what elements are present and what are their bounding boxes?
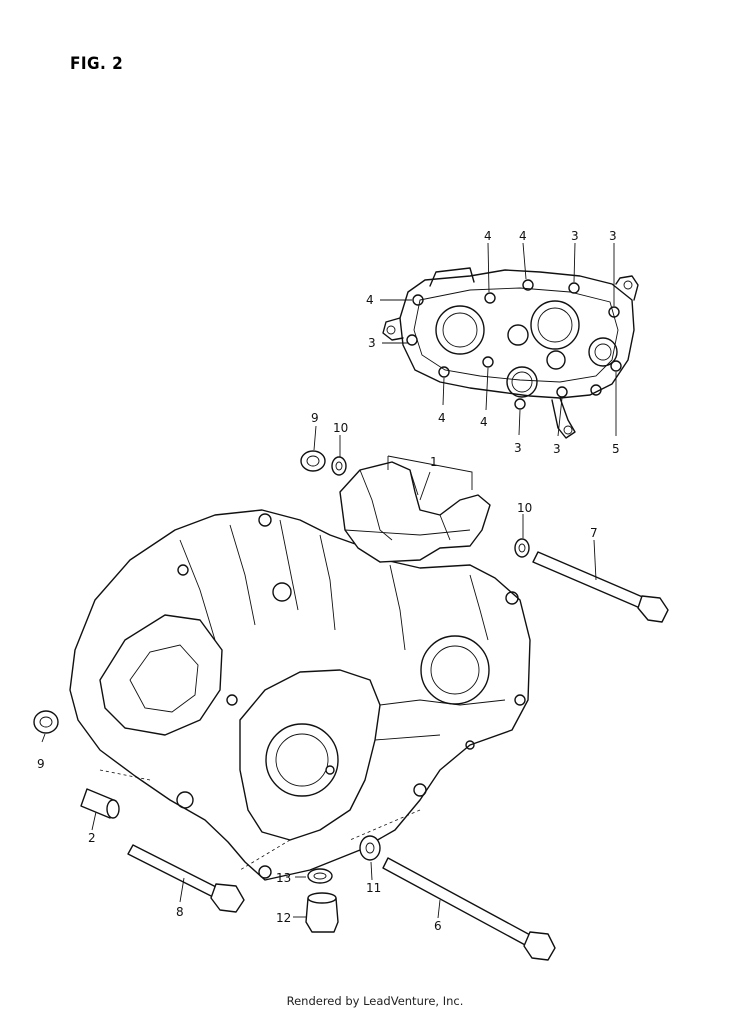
callout-7: 7: [590, 526, 598, 540]
callout-9-b: 9: [37, 757, 45, 771]
render-credit: Rendered by LeadVenture, Inc.: [286, 994, 464, 1008]
part-13-gasket: [307, 868, 333, 884]
callout-4-d: 4: [438, 411, 446, 425]
callout-13: 13: [276, 871, 291, 885]
part-6-long-bolt: [382, 857, 556, 961]
part-11-washer: [359, 835, 381, 861]
callout-2: 2: [88, 831, 96, 845]
part-12-drain-plug: [305, 892, 339, 933]
part-10-upper-washer: [331, 456, 347, 476]
callout-3-a: 3: [571, 229, 579, 243]
callout-9-a: 9: [311, 411, 319, 425]
crankcase-assembly: [69, 461, 531, 881]
callout-4-e: 4: [480, 415, 488, 429]
part-9-upper-cap: [300, 450, 326, 472]
callout-3-c: 3: [368, 336, 376, 350]
callout-4-c: 4: [366, 293, 374, 307]
callout-4-b: 4: [519, 229, 527, 243]
part-2-dowel-pin: [80, 788, 120, 819]
callout-labels: 1 2 3 3 3 3 3 4 4 4 4 4 5 6 7 8 9 9 10 1…: [37, 229, 620, 933]
callout-1: 1: [430, 455, 438, 469]
callout-10-b: 10: [517, 501, 532, 515]
callout-4-a: 4: [484, 229, 492, 243]
callout-11: 11: [366, 881, 381, 895]
part-8-bolt: [127, 844, 245, 913]
part-7-long-bolt: [532, 551, 669, 623]
callout-8: 8: [176, 905, 184, 919]
figure-title: FIG. 2: [70, 54, 124, 74]
callout-6: 6: [434, 919, 442, 933]
crankcase-underside-inset: [380, 242, 639, 439]
part-9-lower-cap: [33, 710, 59, 734]
callout-10-a: 10: [333, 421, 348, 435]
callout-3-e: 3: [553, 442, 561, 456]
callout-3-d: 3: [514, 441, 522, 455]
callout-3-b: 3: [609, 229, 617, 243]
leader-lines: [41, 425, 597, 919]
callout-5: 5: [612, 442, 620, 456]
callout-12: 12: [276, 911, 291, 925]
part-10-right-washer: [514, 538, 530, 558]
